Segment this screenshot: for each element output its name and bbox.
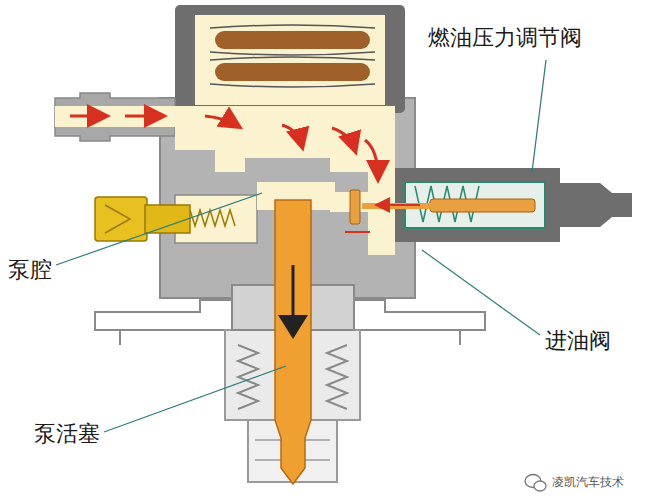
watermark-icon	[525, 475, 546, 492]
outlet-fitting	[95, 195, 257, 243]
leader-lines	[56, 60, 546, 432]
part-label: 燃油压力调节阀	[428, 26, 582, 50]
pressure-regulator	[350, 168, 632, 242]
pump-piston	[275, 200, 311, 484]
part-label: 泵活塞	[34, 422, 100, 446]
watermark: 凌凯汽车技术	[552, 476, 624, 489]
part-label: 泵腔	[8, 258, 52, 282]
flow-arrows	[70, 116, 420, 232]
part-label: 进油阀	[545, 329, 611, 353]
inlet-fitting	[55, 93, 185, 141]
pressure-damper	[175, 5, 405, 113]
